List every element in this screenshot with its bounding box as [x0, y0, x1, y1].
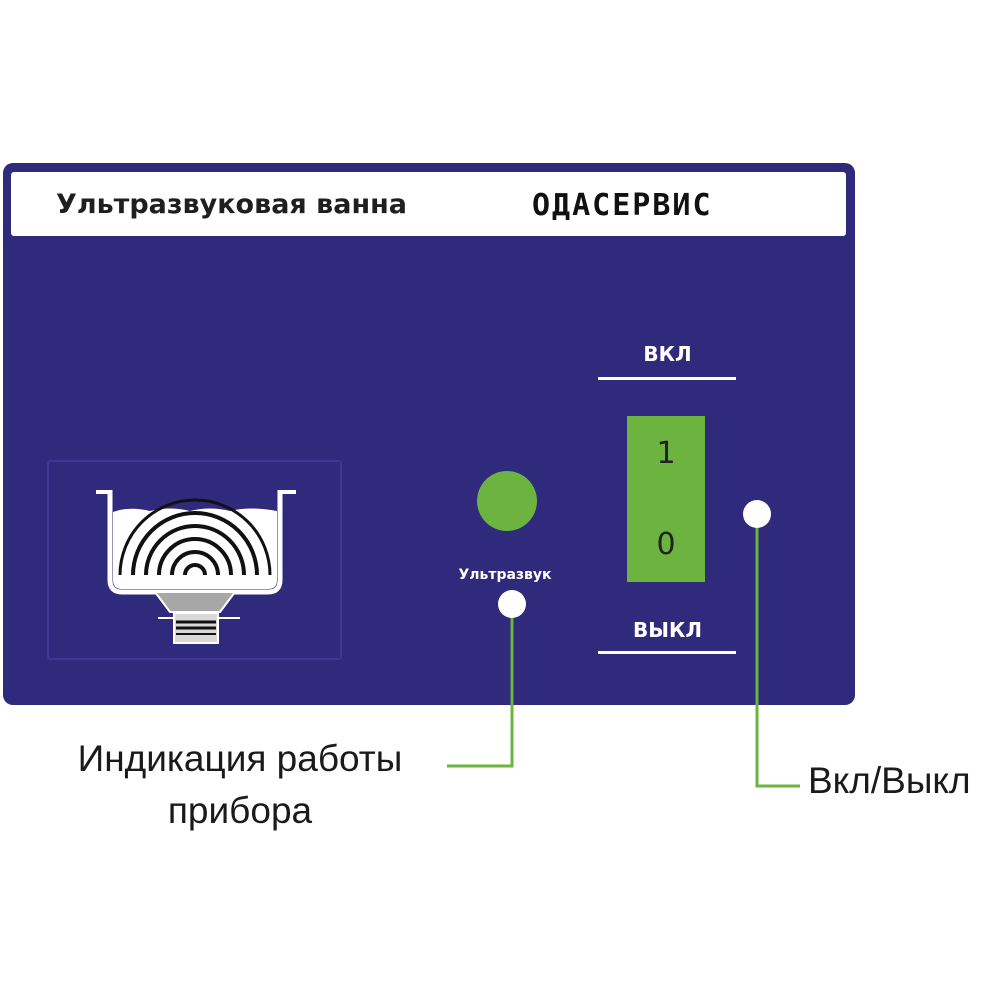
switch-position-off: 0 — [656, 527, 676, 562]
switch-on-label: ВКЛ — [643, 342, 692, 366]
indication-callout: Индикация работы прибора — [40, 733, 440, 837]
switch-position-on: 1 — [656, 436, 676, 471]
power-switch[interactable] — [627, 416, 705, 582]
panel-title: Ультразвуковая ванна — [56, 189, 407, 220]
switch-on-underline — [598, 377, 736, 380]
control-panel — [3, 163, 855, 705]
indication-callout-line1: Индикация работы — [77, 738, 403, 779]
switch-off-underline — [598, 651, 736, 654]
switch-off-label: ВЫКЛ — [633, 618, 702, 642]
ultrasound-indicator-led — [477, 471, 537, 531]
brand-logo: ОДАСЕРВИС — [532, 188, 713, 223]
ultrasound-label: Ультразвук — [458, 567, 552, 583]
onoff-callout: Вкл/Выкл — [808, 760, 971, 801]
ultrasonic-bath-icon — [96, 490, 296, 644]
bath-icon-frame — [47, 460, 342, 660]
indication-callout-line2: прибора — [167, 790, 313, 831]
panel-header — [11, 172, 846, 236]
